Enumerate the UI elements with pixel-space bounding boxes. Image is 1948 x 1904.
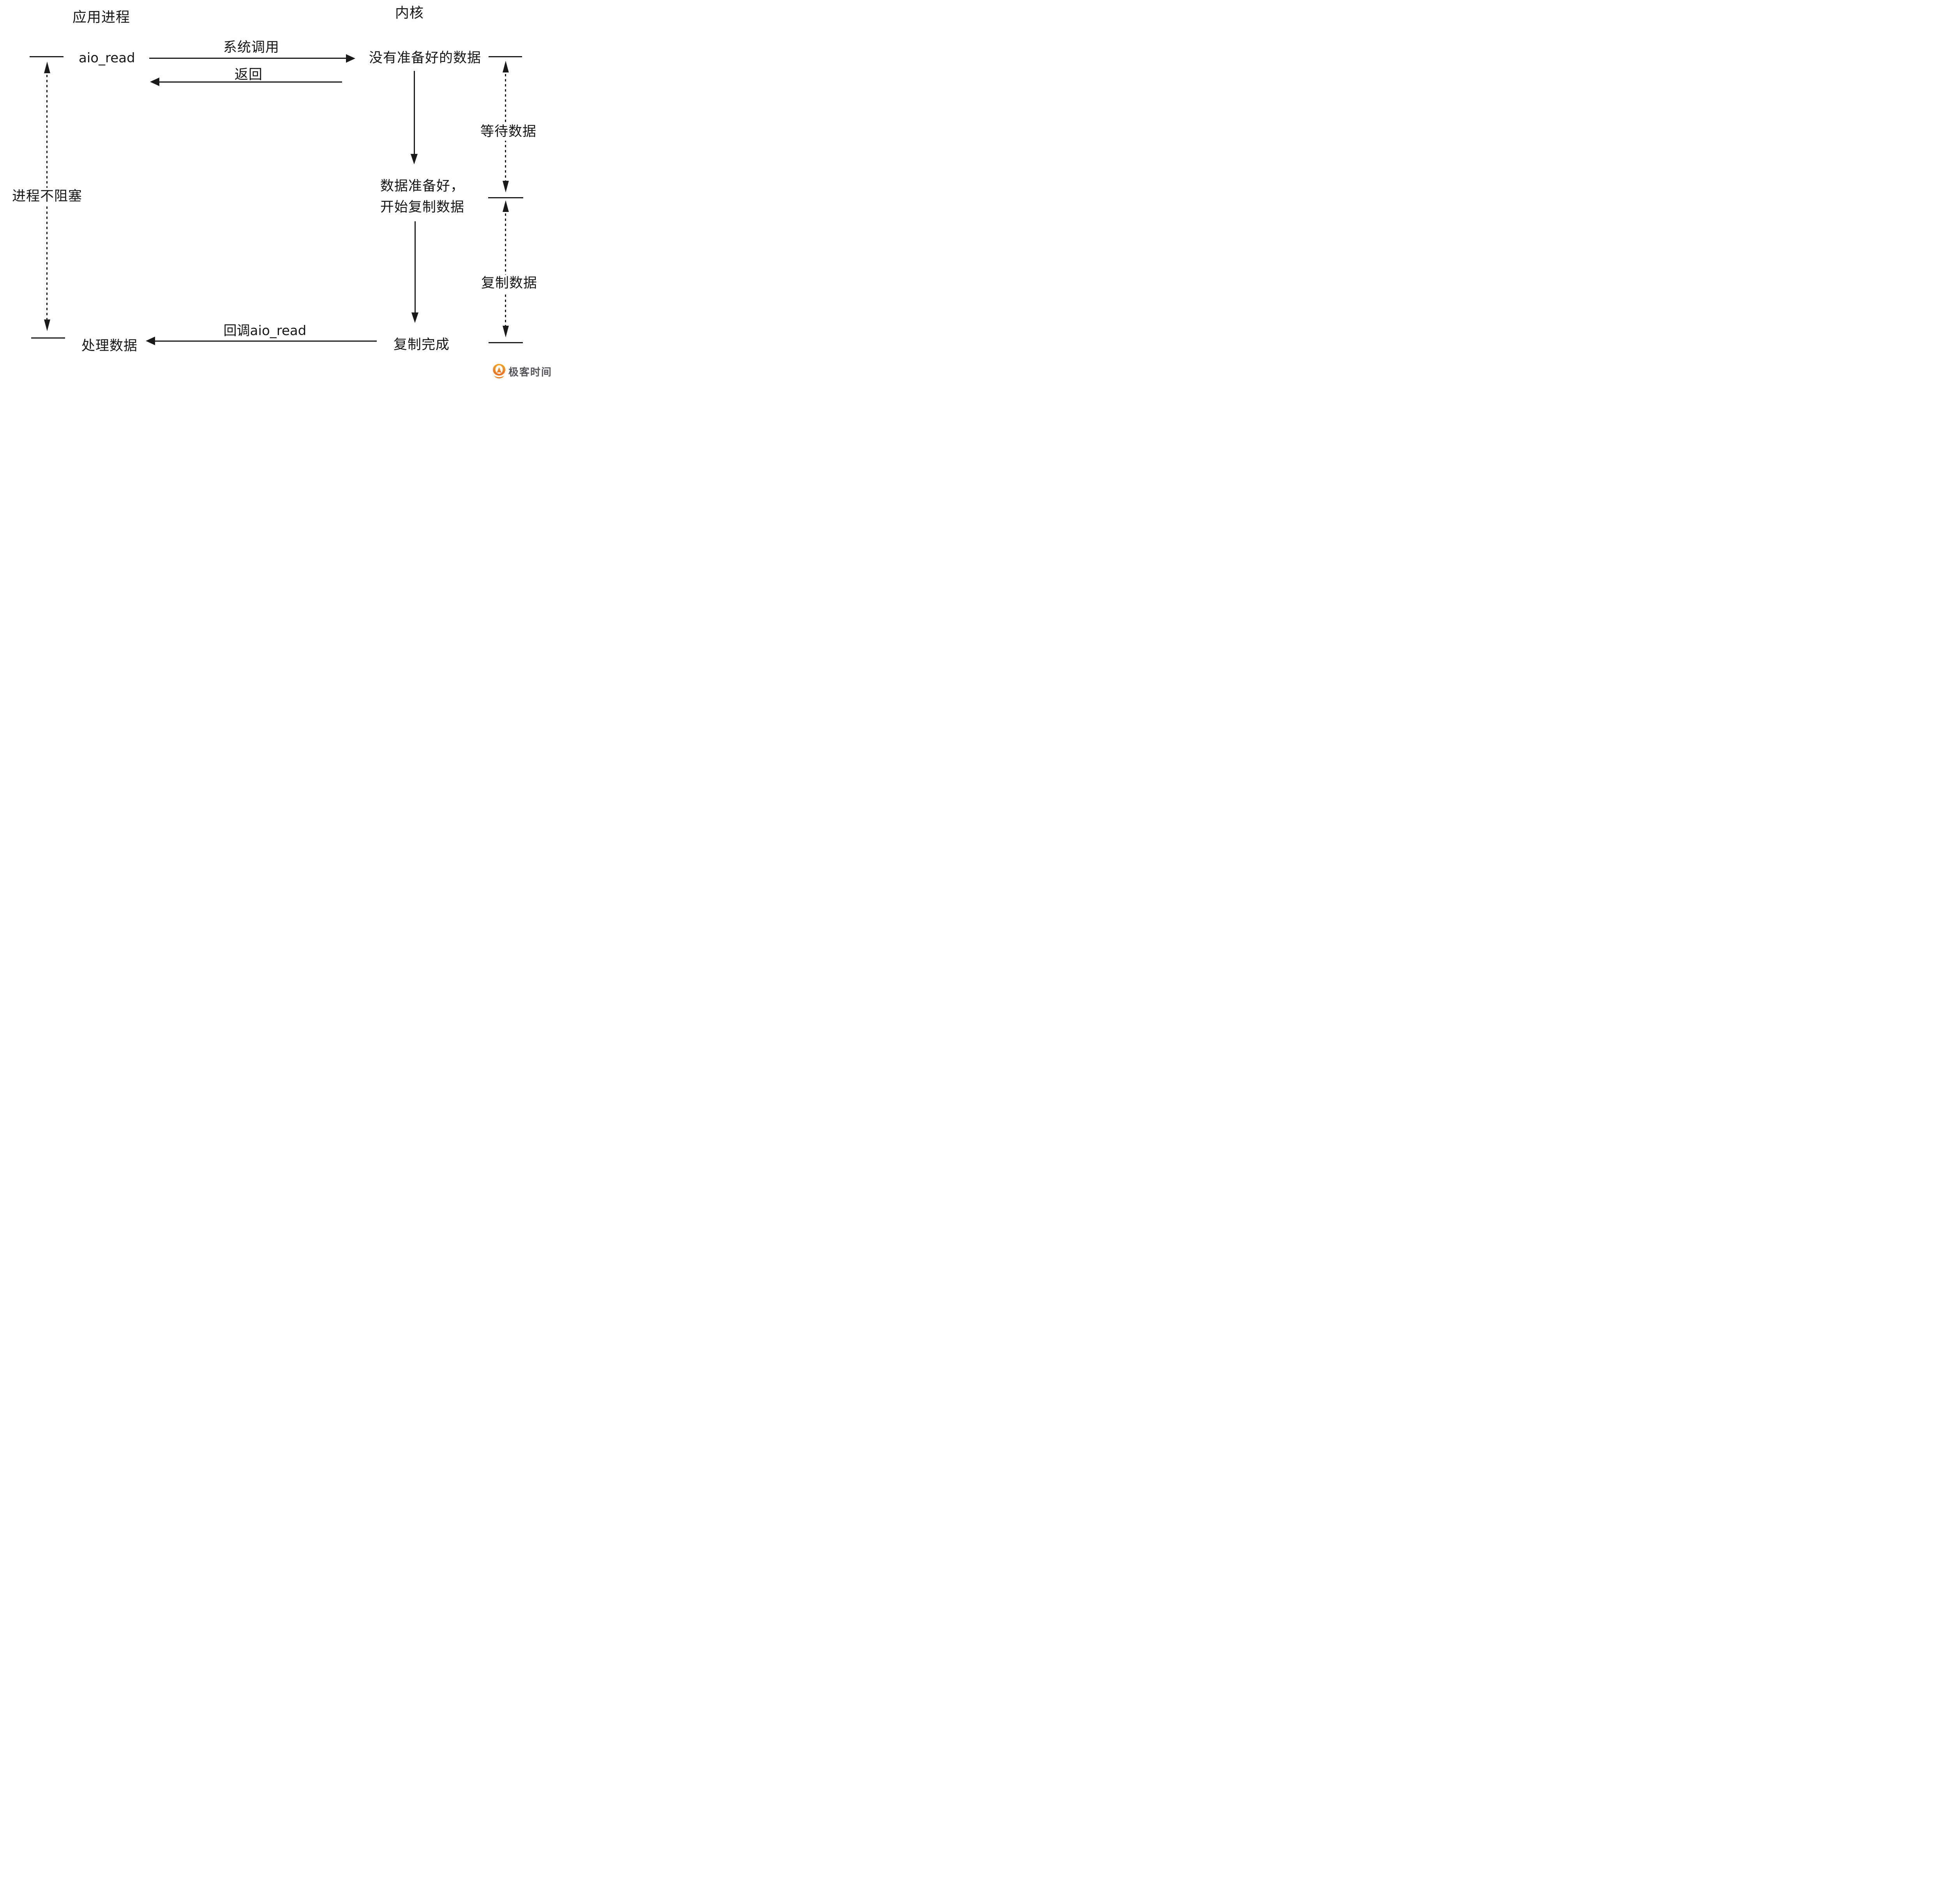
async-io-sequence-diagram: 应用进程 内核 进程不阻塞 aio_read 处理数据 系统调用 返回 没有准备… xyxy=(0,0,559,381)
return-arrowhead-icon xyxy=(150,78,159,86)
kernel-flow-line-1 xyxy=(414,71,415,154)
geektime-logo-text: 极客时间 xyxy=(508,366,552,378)
right-timeline-bottom-tick xyxy=(489,342,523,343)
data-ready-label-line2: 开始复制数据 xyxy=(380,199,465,215)
copy-complete-label: 复制完成 xyxy=(393,337,450,353)
kernel-flow-arrowhead-1-icon xyxy=(411,154,418,164)
aio-read-label: aio_read xyxy=(79,50,135,66)
left-timeline-down-arrow-icon xyxy=(44,319,50,331)
return-arrow-line xyxy=(159,81,342,83)
left-column-header: 应用进程 xyxy=(72,9,131,25)
copy-span-down-arrow-icon xyxy=(503,326,509,337)
copy-span-dotted-line xyxy=(505,214,506,326)
left-timeline-top-tick xyxy=(30,56,64,57)
syscall-arrow-line xyxy=(149,58,346,59)
wait-span-down-arrow-icon xyxy=(503,181,509,192)
left-timeline-up-arrow-icon xyxy=(44,62,50,73)
right-timeline-top-tick xyxy=(489,56,522,57)
callback-label: 回调aio_read xyxy=(223,323,307,339)
callback-arrow-line xyxy=(155,341,377,342)
process-data-label: 处理数据 xyxy=(81,338,138,354)
copy-data-label: 复制数据 xyxy=(478,275,541,293)
right-timeline-middle-tick xyxy=(488,197,523,198)
copy-span-up-arrow-icon xyxy=(503,200,509,212)
callback-arrowhead-icon xyxy=(146,337,155,345)
kernel-flow-line-2 xyxy=(415,221,416,313)
process-not-blocked-label: 进程不阻塞 xyxy=(9,188,86,206)
data-ready-label-line1: 数据准备好， xyxy=(380,178,465,194)
geektime-logo: 极客时间 xyxy=(492,364,552,379)
return-label: 返回 xyxy=(234,67,263,83)
left-timeline-bottom-tick xyxy=(31,337,65,339)
syscall-label: 系统调用 xyxy=(223,40,280,55)
geektime-logo-icon xyxy=(493,364,505,379)
kernel-flow-arrowhead-2-icon xyxy=(411,312,418,323)
right-column-header: 内核 xyxy=(395,5,424,21)
wait-data-label: 等待数据 xyxy=(477,123,540,141)
wait-span-up-arrow-icon xyxy=(503,61,509,72)
data-not-ready-label: 没有准备好的数据 xyxy=(369,50,482,66)
syscall-arrowhead-icon xyxy=(346,54,355,63)
